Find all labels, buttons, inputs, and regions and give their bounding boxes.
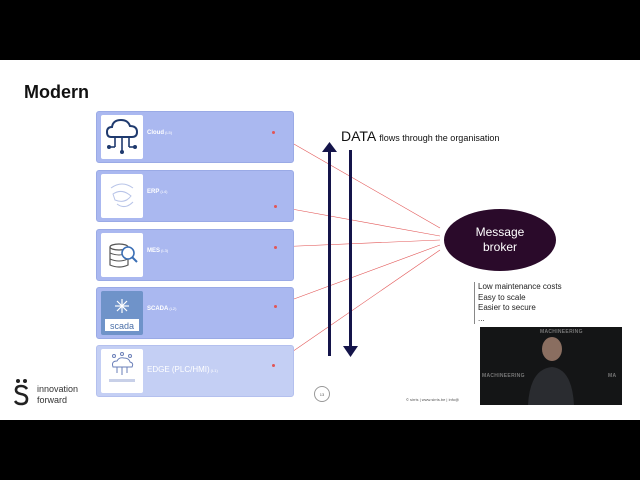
connector-lines bbox=[272, 131, 441, 366]
up-arrow-head bbox=[322, 142, 337, 152]
connector-mes bbox=[274, 239, 441, 248]
connector-scada bbox=[274, 244, 441, 307]
down-arrow-shaft bbox=[349, 150, 352, 348]
presentation-slide: Modern Cloud(L bbox=[0, 60, 640, 420]
slide-footer: © sirris | www.sirris.be | info@ bbox=[406, 397, 460, 402]
benefits-list: Low maintenance costs Easy to scale Easi… bbox=[474, 282, 562, 324]
benefit-item: Easier to secure bbox=[478, 303, 536, 312]
layer-level: (L4) bbox=[160, 189, 168, 194]
connector-erp bbox=[274, 205, 441, 237]
scada-logo-text: scada bbox=[110, 321, 134, 331]
database-search-icon bbox=[101, 233, 143, 277]
benefit-item: Easy to scale bbox=[478, 292, 526, 302]
connector-dot bbox=[272, 131, 275, 134]
connector-dot bbox=[274, 246, 277, 249]
brand-line-1: innovation bbox=[37, 384, 79, 394]
scada-logo-icon: scada bbox=[101, 291, 143, 335]
benefit-item: Low maintenance costs bbox=[478, 282, 562, 291]
speaker-video: MACHINEERING MACHINEERING MA bbox=[480, 327, 622, 405]
benefit-item: ... bbox=[478, 313, 485, 323]
layer-edge: EDGE (PLC/HMI)(L1) bbox=[96, 345, 294, 397]
slide-title: Modern bbox=[24, 82, 89, 102]
broker-line-2: broker bbox=[482, 240, 517, 254]
video-sign-left: MACHINEERING bbox=[482, 373, 525, 379]
layer-level: (L2) bbox=[169, 306, 177, 311]
data-heading: DATA bbox=[341, 128, 377, 144]
erp-icon bbox=[101, 174, 143, 218]
up-arrow-shaft bbox=[328, 150, 331, 356]
video-sign-top: MACHINEERING bbox=[540, 329, 583, 335]
layer-cloud: Cloud(L5) bbox=[96, 111, 294, 163]
layer-label: SCADA bbox=[147, 306, 169, 312]
cloud-network-icon bbox=[101, 115, 143, 159]
down-arrow-head bbox=[343, 346, 358, 357]
brand-tagline: innovation forward bbox=[37, 384, 78, 406]
layer-level: (L3) bbox=[161, 248, 169, 253]
connector-dot bbox=[274, 205, 277, 208]
speaker-figure bbox=[528, 337, 574, 405]
layer-scada: scada SCADA(L2) bbox=[96, 287, 294, 339]
connector-cloud bbox=[272, 131, 441, 229]
data-subheading: flows through the organisation bbox=[379, 133, 500, 143]
connector-dot bbox=[272, 364, 275, 367]
page-number: 13 bbox=[314, 386, 330, 402]
message-broker: Message broker bbox=[444, 209, 556, 271]
brand-line-2: forward bbox=[37, 395, 68, 405]
connector-edge bbox=[272, 249, 441, 366]
layer-mes: MES(L3) bbox=[96, 229, 294, 281]
video-sign-right: MA bbox=[608, 373, 617, 379]
connector-dot bbox=[274, 305, 277, 308]
layer-label: ERP bbox=[147, 189, 160, 195]
layer-level: (L5) bbox=[165, 130, 173, 135]
layer-label: Cloud bbox=[147, 130, 164, 136]
layer-level: (L1) bbox=[210, 368, 218, 373]
edge-device-icon bbox=[101, 349, 143, 393]
layer-label: MES bbox=[147, 248, 161, 254]
broker-line-1: Message bbox=[475, 225, 525, 239]
layer-label: EDGE (PLC/HMI) bbox=[147, 365, 210, 374]
sirris-logo-icon bbox=[13, 379, 29, 406]
layer-erp: ERP(L4) bbox=[96, 170, 294, 222]
